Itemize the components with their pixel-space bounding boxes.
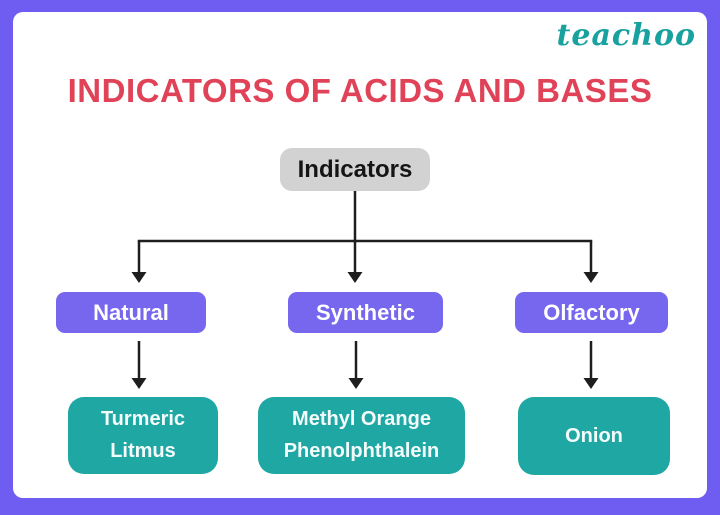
teachoo-logo: teachoo <box>556 18 696 53</box>
category-node-synthetic: Synthetic <box>288 292 443 333</box>
example-label-onion: Onion <box>565 424 623 447</box>
example-node-natural: Turmeric Litmus <box>68 397 218 474</box>
example-node-synthetic: Methyl Orange Phenolphthalein <box>258 397 465 474</box>
category-node-olfactory: Olfactory <box>515 292 668 333</box>
example-label-methyl-orange: Methyl Orange <box>292 408 431 430</box>
category-node-natural: Natural <box>56 292 206 333</box>
example-label-litmus: Litmus <box>110 440 176 462</box>
example-label-turmeric: Turmeric <box>100 408 186 430</box>
example-node-olfactory: Onion <box>518 397 670 475</box>
root-node-indicators: Indicators <box>280 148 430 191</box>
example-label-phenolphthalein: Phenolphthalein <box>283 440 440 462</box>
page-title: INDICATORS OF ACIDS AND BASES <box>67 72 653 109</box>
